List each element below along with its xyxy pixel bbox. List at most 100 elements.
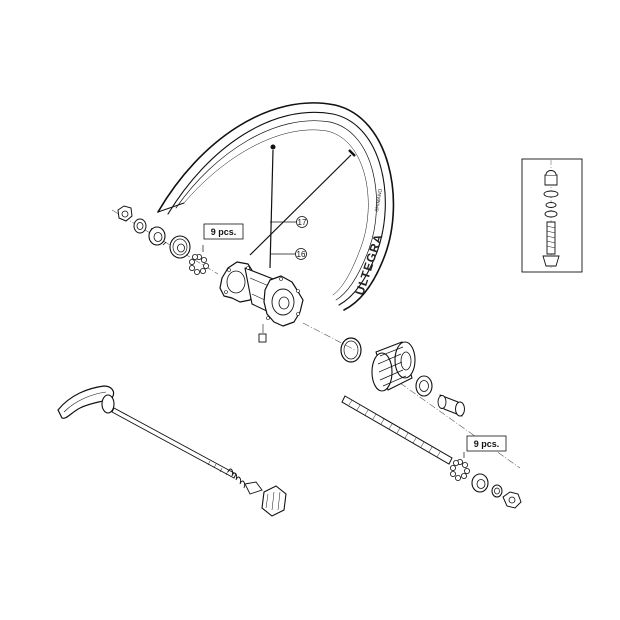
qty-label-lower: 9 pcs. bbox=[463, 435, 507, 458]
bearing-ball bbox=[461, 461, 468, 468]
left-washer-inner bbox=[136, 222, 144, 230]
right-cone bbox=[471, 473, 489, 493]
spoke-hole bbox=[227, 268, 231, 272]
valve-base bbox=[542, 255, 560, 267]
bearing-ball bbox=[460, 472, 467, 479]
spoke-hole bbox=[224, 290, 228, 294]
bearing-balls-upper bbox=[188, 253, 209, 275]
valve-stem bbox=[546, 221, 556, 255]
freehub-o-ring-inner bbox=[343, 340, 359, 360]
bearing-balls-lower bbox=[449, 458, 470, 481]
bearing-ball bbox=[452, 459, 459, 466]
freehub-spacer bbox=[437, 394, 465, 417]
left-cone-flange bbox=[149, 227, 167, 246]
left-cone bbox=[148, 226, 167, 246]
spoke-angled bbox=[249, 154, 352, 256]
freehub-o-ring bbox=[340, 337, 362, 363]
axle-threads bbox=[348, 399, 441, 458]
spoke-straight-head bbox=[270, 144, 276, 150]
bearing-ball bbox=[191, 253, 198, 260]
rim-bead-line-2 bbox=[183, 129, 369, 296]
freehub-front-bore bbox=[400, 351, 412, 371]
hub-body bbox=[219, 261, 304, 327]
valve-ring bbox=[544, 210, 558, 218]
qty-label-lower-text: 9 pcs. bbox=[474, 439, 500, 449]
qr-nut-body bbox=[261, 485, 287, 517]
callout-16-circle bbox=[295, 248, 307, 260]
callout-16: 16 bbox=[271, 248, 307, 260]
left-locknut bbox=[117, 205, 133, 222]
hub-right-bore bbox=[278, 296, 290, 310]
qty-label-upper-box bbox=[203, 223, 244, 240]
spoke-hole bbox=[296, 289, 300, 293]
spokes bbox=[249, 144, 356, 269]
hub-left-flange-face bbox=[226, 270, 246, 294]
bearing-ball bbox=[449, 464, 456, 471]
axle bbox=[341, 395, 453, 465]
right-washer bbox=[491, 484, 503, 498]
left-washer bbox=[133, 218, 147, 234]
qr-spring-coil bbox=[227, 468, 245, 489]
valve-locknut bbox=[543, 190, 559, 198]
callout-16-number: 16 bbox=[297, 250, 306, 259]
valve-parts bbox=[542, 160, 560, 270]
qty-label-upper: 9 pcs. bbox=[202, 223, 244, 252]
axle-body bbox=[341, 395, 453, 465]
bearing-ball bbox=[454, 474, 461, 481]
spoke-nipple-body bbox=[258, 333, 267, 343]
valve-cap bbox=[544, 174, 558, 186]
qr-cam-housing bbox=[101, 394, 115, 414]
bearing-ball bbox=[200, 256, 207, 263]
bearing-ball bbox=[188, 264, 195, 271]
rim-end-cap bbox=[157, 202, 185, 213]
spoke-angled-nipple bbox=[348, 149, 356, 157]
right-cone-inner bbox=[476, 479, 486, 489]
left-cone-inner bbox=[153, 232, 163, 242]
spoke-hole bbox=[266, 316, 270, 320]
axis-upper-right bbox=[302, 322, 356, 351]
bearing-ball bbox=[193, 268, 200, 275]
valve-washer bbox=[545, 202, 557, 208]
bearing-ball bbox=[188, 258, 195, 265]
axis-lower bbox=[399, 382, 521, 469]
callout-17: 17 bbox=[270, 216, 308, 228]
bearing-ball bbox=[449, 470, 456, 477]
left-seal-inner bbox=[177, 243, 185, 253]
qty-label-upper-text: 9 pcs. bbox=[211, 227, 237, 237]
quick-release bbox=[57, 385, 237, 479]
freehub-spacer-end bbox=[455, 401, 465, 417]
left-seal bbox=[169, 235, 191, 259]
qr-spring-cone bbox=[244, 481, 263, 495]
qr-spring-2 bbox=[244, 481, 263, 495]
rim bbox=[157, 102, 395, 311]
bearing-ball bbox=[202, 262, 209, 269]
freehub-body bbox=[371, 341, 416, 392]
right-washer-inner bbox=[494, 487, 500, 495]
qty-label-lower-box bbox=[466, 435, 507, 452]
freehub-washer-inner bbox=[419, 380, 429, 392]
spoke-hole bbox=[246, 266, 250, 270]
freehub-spacer-start bbox=[437, 395, 447, 409]
qr-lever-edge bbox=[63, 391, 107, 413]
spoke-hole bbox=[296, 312, 300, 316]
qr-skewer-rod bbox=[111, 407, 237, 479]
right-locknut-hole bbox=[508, 496, 516, 504]
rim-brand-decal: SHIMANO bbox=[374, 188, 384, 212]
left-locknut-hole bbox=[121, 210, 129, 218]
rim-outer-edge bbox=[157, 102, 395, 311]
right-locknut bbox=[502, 491, 522, 509]
callout-17-number: 17 bbox=[298, 218, 307, 227]
rim-bead-line-1 bbox=[175, 120, 377, 301]
bearing-ball bbox=[463, 467, 470, 474]
freehub-o-ring-outer bbox=[340, 337, 362, 363]
freehub-splines bbox=[377, 346, 407, 387]
qr-skewer-thread bbox=[207, 460, 229, 476]
spoke-nipple bbox=[258, 324, 267, 343]
axis-upper-left bbox=[111, 209, 219, 275]
bearing-ball bbox=[199, 267, 206, 274]
freehub-back-face bbox=[371, 352, 393, 392]
qr-adjusting-nut bbox=[261, 485, 287, 517]
spoke-hole bbox=[279, 277, 283, 281]
